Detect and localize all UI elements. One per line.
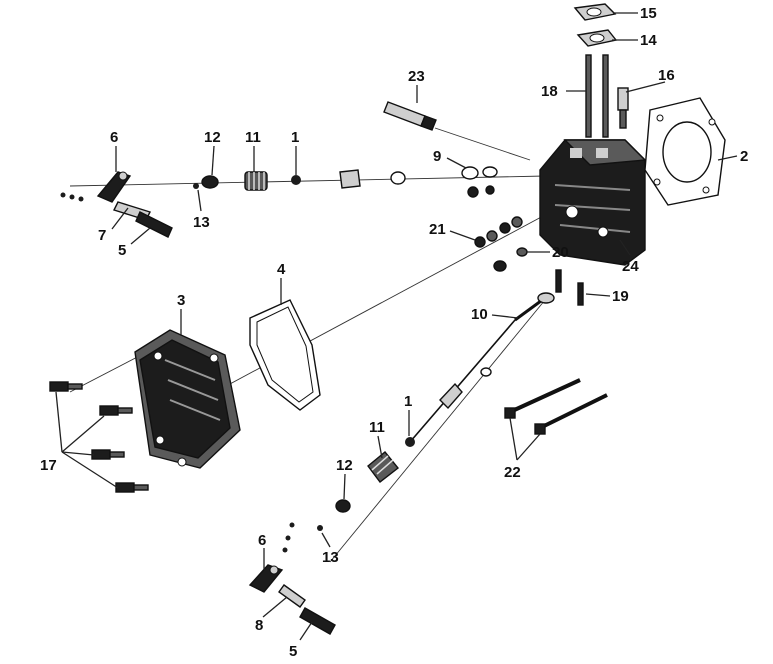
callout-22: 22 (504, 464, 521, 481)
callout-14: 14 (640, 32, 657, 49)
callout-labels: 15 14 23 18 16 6 12 11 1 9 2 7 13 5 21 2… (40, 5, 748, 660)
callout-15: 15 (640, 5, 657, 22)
long-bolts (504, 378, 608, 435)
callout-1-lower: 1 (404, 393, 412, 410)
spark-plug (383, 101, 437, 131)
cover-gasket (249, 299, 321, 411)
callout-3: 3 (177, 292, 185, 309)
callout-8: 8 (255, 617, 263, 634)
callout-12-lower: 12 (336, 457, 353, 474)
callout-24: 24 (622, 258, 639, 275)
temperature-sensor (617, 87, 629, 129)
head-gasket (644, 97, 726, 206)
callout-5-upper: 5 (118, 242, 126, 259)
lower-valve-train (248, 292, 555, 635)
callout-5-lower: 5 (289, 643, 297, 660)
callout-4: 4 (277, 261, 286, 278)
callout-23: 23 (408, 68, 425, 85)
callout-12-upper: 12 (204, 129, 221, 146)
leader-lines (55, 12, 738, 641)
callout-1-upper: 1 (291, 129, 299, 146)
callout-19: 19 (612, 288, 629, 305)
intake-gaskets (573, 3, 618, 47)
callout-21: 21 (429, 221, 446, 238)
studs (585, 54, 609, 138)
callout-2: 2 (740, 148, 748, 165)
callout-11-lower: 11 (369, 419, 385, 436)
cover-bolts (49, 381, 149, 493)
callout-20: 20 (552, 244, 569, 261)
callout-6-lower: 6 (258, 532, 266, 549)
callout-17: 17 (40, 457, 57, 474)
cylinder-head-cover (134, 329, 241, 469)
callout-18: 18 (541, 83, 558, 100)
callout-13-upper: 13 (193, 214, 210, 231)
callout-16: 16 (658, 67, 675, 84)
callout-13-lower: 13 (322, 549, 339, 566)
callout-10: 10 (471, 306, 488, 323)
fittings (474, 216, 584, 306)
upper-valve-train (60, 166, 498, 238)
callout-7: 7 (98, 227, 106, 244)
cylinder-head (539, 139, 647, 266)
callout-11-upper: 11 (245, 129, 261, 146)
callout-6-upper: 6 (110, 129, 118, 146)
callout-9: 9 (433, 148, 441, 165)
